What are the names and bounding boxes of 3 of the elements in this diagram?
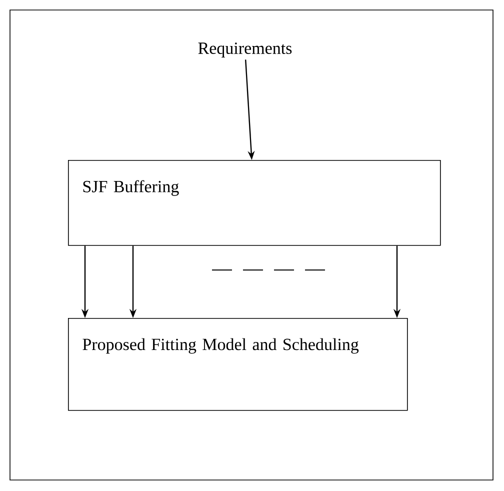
process-box: SJF Buffering [68, 160, 441, 246]
label-text: Requirements [198, 42, 292, 58]
process-box: Proposed Fitting Model and Scheduling [68, 318, 408, 411]
